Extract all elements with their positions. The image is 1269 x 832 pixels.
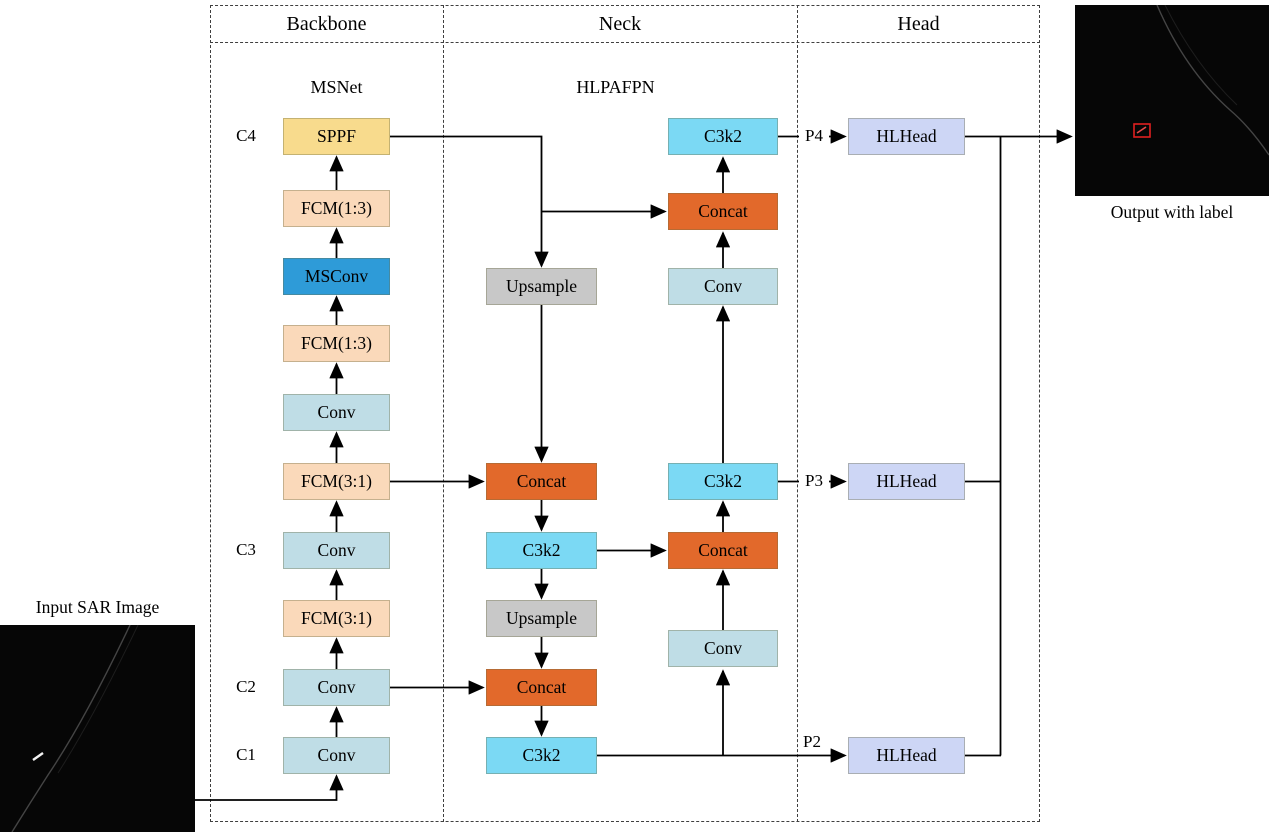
header-divider	[210, 42, 1040, 43]
node-fcm31-bottom: FCM(3:1)	[283, 600, 390, 637]
head-section-title: Head	[897, 13, 940, 35]
node-fcm31-top: FCM(3:1)	[283, 463, 390, 500]
pyramid-label-p2: P2	[803, 732, 821, 751]
neck-subtitle: HLPAFPN	[576, 77, 655, 97]
pyramid-label-p4: P4	[799, 127, 829, 145]
node-concat-td2: Concat	[486, 669, 597, 706]
node-msconv: MSConv	[283, 258, 390, 295]
node-fcm13-bottom: FCM(1:3)	[283, 325, 390, 362]
architecture-boundary	[210, 5, 1040, 822]
output-image-caption: Output with label	[1110, 202, 1234, 222]
neck-section-title: Neck	[598, 13, 642, 35]
node-concat-bu2: Concat	[668, 193, 778, 230]
node-c3k2-p4: C3k2	[668, 118, 778, 155]
detection-bbox	[1133, 123, 1151, 138]
pyramid-label-p3: P3	[799, 472, 829, 490]
node-fcm13-top: FCM(1:3)	[283, 190, 390, 227]
node-sppf: SPPF	[283, 118, 390, 155]
backbone-section-title: Backbone	[286, 13, 367, 35]
node-conv4: Conv	[283, 394, 390, 431]
node-hlhead-p2: HLHead	[848, 737, 965, 774]
node-upsample1: Upsample	[486, 268, 597, 305]
node-conv2: Conv	[283, 669, 390, 706]
node-hlhead-p4: HLHead	[848, 118, 965, 155]
detection-mark	[1136, 126, 1147, 134]
node-conv-bu1: Conv	[668, 630, 778, 667]
input-bright-target	[32, 752, 44, 761]
node-conv1: Conv	[283, 737, 390, 774]
backbone-subtitle: MSNet	[310, 77, 363, 97]
node-upsample2: Upsample	[486, 600, 597, 637]
stage-label-c1: C1	[236, 745, 256, 764]
input-sar-texture	[11, 625, 139, 832]
backbone-neck-divider	[443, 5, 444, 822]
node-hlhead-p3: HLHead	[848, 463, 965, 500]
neck-head-divider	[797, 5, 798, 822]
input-sar-image	[0, 625, 195, 832]
node-c3k2-td1: C3k2	[486, 532, 597, 569]
node-concat-td1: Concat	[486, 463, 597, 500]
node-c3k2-p3: C3k2	[668, 463, 778, 500]
output-image	[1075, 5, 1269, 196]
node-c3k2-p2: C3k2	[486, 737, 597, 774]
output-image-texture	[1133, 5, 1269, 156]
stage-label-c3: C3	[236, 540, 256, 559]
node-conv-bu2: Conv	[668, 268, 778, 305]
stage-label-c2: C2	[236, 677, 256, 696]
node-conv3: Conv	[283, 532, 390, 569]
node-concat-bu1: Concat	[668, 532, 778, 569]
stage-label-c4: C4	[236, 126, 256, 145]
input-image-caption: Input SAR Image	[35, 597, 160, 617]
